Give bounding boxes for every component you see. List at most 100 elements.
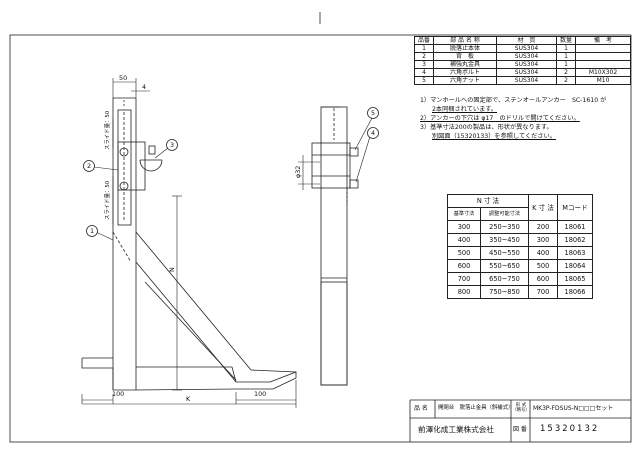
- table-cell: 450~550: [480, 246, 529, 260]
- table-cell: 2: [556, 68, 576, 77]
- front-dimensions: [81, 78, 297, 408]
- size-table: N 寸 法 K 寸 法 Mコード 基準寸法 調整可能寸法 300 250~350…: [447, 194, 593, 299]
- table-cell: 1: [556, 44, 576, 53]
- dim-foot-left: 100: [112, 390, 125, 398]
- table-cell: 550~650: [480, 259, 529, 273]
- sheet-border: [9, 34, 632, 443]
- callout-circle-1: [86, 225, 98, 237]
- header-cell: 備 考: [575, 36, 631, 45]
- table-cell: 脱落止本体: [433, 44, 497, 53]
- table-cell: 500: [447, 246, 481, 260]
- table-cell: 六角ボルト: [433, 68, 497, 77]
- table-cell: 3: [414, 60, 434, 69]
- callout-circle-4: [367, 127, 379, 139]
- title-name-label: 品 名: [414, 405, 428, 412]
- table-cell: 18063: [557, 246, 593, 260]
- table-cell: 2: [414, 52, 434, 61]
- table-cell: M10: [575, 76, 631, 85]
- table-cell: SUS304: [496, 76, 557, 85]
- table-cell: 1: [414, 44, 434, 53]
- table-cell: 300: [447, 220, 481, 234]
- note-3b: 別図面（15320133）を参照してください。: [432, 133, 556, 140]
- table-cell: 650~750: [480, 272, 529, 286]
- size-table-subheader: 基準寸法 調整可能寸法: [447, 207, 593, 221]
- note-2: 2）アンカーの下穴は φ17 のドリルで開けてください。: [420, 115, 580, 122]
- dim-slide-lower: スライド量：50: [105, 180, 111, 220]
- table-cell: 200: [528, 220, 558, 234]
- dim-small-offset: 4: [142, 83, 147, 91]
- table-cell: 600: [528, 272, 558, 286]
- table-cell: SUS304: [496, 52, 557, 61]
- table-cell: 4: [414, 68, 434, 77]
- table-cell: 700: [447, 272, 481, 286]
- front-view: [81, 97, 297, 391]
- table-cell: [575, 44, 631, 53]
- table-cell: 300: [528, 233, 558, 247]
- table-cell: SUS304: [496, 68, 557, 77]
- table-cell: 2: [556, 76, 576, 85]
- table-row: 400 350~450 300 18062: [447, 233, 593, 247]
- title-number-label: 図 番: [513, 426, 527, 433]
- dim-k: K: [186, 395, 191, 403]
- callout-circle-3: [166, 139, 178, 151]
- table-row: 4 六角ボルト SUS304 2 M10X302: [414, 68, 631, 77]
- dim-n: N: [168, 267, 176, 272]
- table-row: 3 補強丸金具 SUS304 1: [414, 60, 631, 69]
- side-dimensions: [298, 155, 320, 190]
- table-row: 2 背 板 SUS304 1: [414, 52, 631, 61]
- table-cell: 背 板: [433, 52, 497, 61]
- table-cell: 補強丸金具: [433, 60, 497, 69]
- header-cell: 数量: [556, 36, 576, 45]
- header-cell: 材 質: [496, 36, 557, 45]
- sub-header-cell: 基準寸法: [447, 207, 481, 221]
- callout-circle-2: [83, 160, 95, 172]
- side-view: [311, 106, 359, 386]
- callout-5: 5: [370, 109, 376, 117]
- table-cell: 18064: [557, 259, 593, 273]
- dim-slide-upper: スライド量：50: [105, 110, 111, 150]
- callout-circle-5: [367, 107, 379, 119]
- callout-3: 3: [169, 141, 175, 149]
- table-cell: 250~350: [480, 220, 529, 234]
- table-cell: M10X302: [575, 68, 631, 77]
- callout-2: 2: [86, 162, 92, 170]
- table-cell: [575, 52, 631, 61]
- table-cell: SUS304: [496, 60, 557, 69]
- header-cell: 部 品 名 称: [433, 36, 497, 45]
- table-cell: 18066: [557, 285, 593, 299]
- leader-lines: [93, 117, 373, 241]
- dim-foot-right: 100: [254, 390, 267, 398]
- table-cell: 18061: [557, 220, 593, 234]
- table-cell: 350~450: [480, 233, 529, 247]
- table-cell: SUS304: [496, 44, 557, 53]
- note-1: 1）マンホールへの固定部で、ステンオールアンカー SC-1610 が: [420, 97, 607, 104]
- callout-1: 1: [89, 227, 95, 235]
- table-cell: 18062: [557, 233, 593, 247]
- note-1b: 2本同梱されています。: [432, 106, 498, 113]
- table-row: 300 250~350 200 18061: [447, 220, 593, 234]
- dim-diameter: φ32: [294, 165, 302, 178]
- table-row: 800 750~850 700 18066: [447, 285, 593, 299]
- callout-4: 4: [370, 129, 376, 137]
- table-row: 5 六角ナット SUS304 2 M10: [414, 76, 631, 85]
- table-row: 600 550~650 500 18064: [447, 259, 593, 273]
- table-row: 1 脱落止本体 SUS304 1: [414, 44, 631, 53]
- n-header: N 寸 法: [447, 194, 529, 208]
- table-cell: 400: [447, 233, 481, 247]
- table-row: 700 650~750 600 18065: [447, 272, 593, 286]
- table-cell: 18065: [557, 272, 593, 286]
- table-row: 500 450~550 400 18063: [447, 246, 593, 260]
- table-cell: 六角ナット: [433, 76, 497, 85]
- header-cell: 品番: [414, 36, 434, 45]
- table-cell: 700: [528, 285, 558, 299]
- title-name-value: 開閉台 脱落止金具（斜補式）: [438, 405, 514, 411]
- table-cell: 800: [447, 285, 481, 299]
- title-company: 前澤化成工業株式会社: [418, 425, 494, 434]
- title-number-value: 15320132: [540, 424, 600, 434]
- table-cell: 400: [528, 246, 558, 260]
- title-model-value: MK3P-FDSUS-N□□□セット: [533, 405, 614, 412]
- table-cell: 5: [414, 76, 434, 85]
- k-header: K 寸 法: [528, 194, 558, 221]
